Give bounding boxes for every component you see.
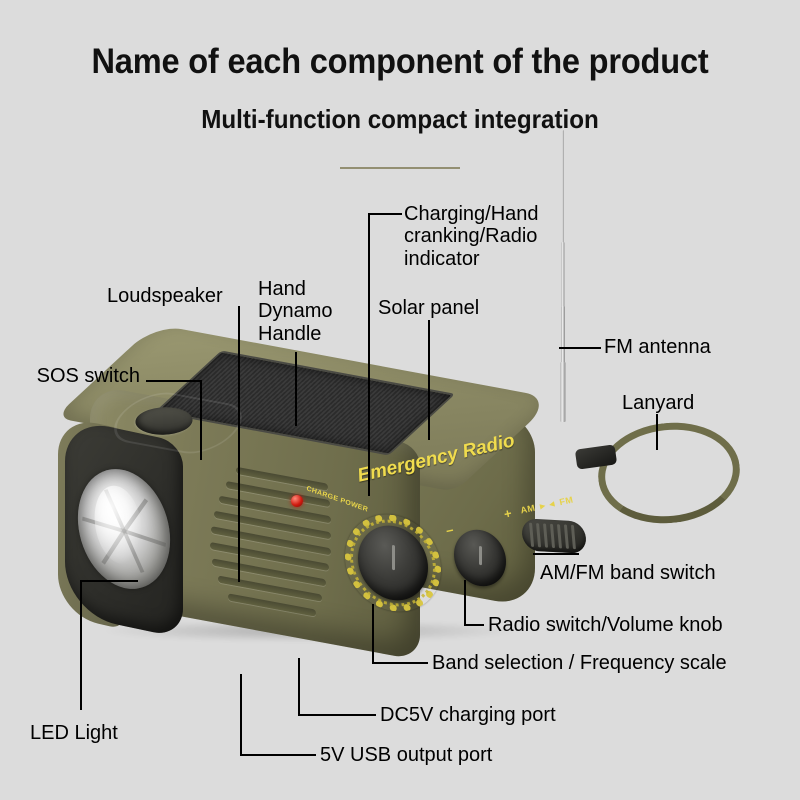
leader-sos-h: [146, 380, 202, 382]
page-title: Name of each component of the product: [91, 42, 709, 81]
callout-label-dc5v-charging: DC5V charging port: [380, 704, 556, 726]
leader-band-h: [372, 662, 428, 664]
callout-label-radio-volume-knob: Radio switch/Volume knob: [488, 614, 723, 636]
charging-indicator-led: [291, 495, 303, 507]
leader-fm-antenna: [559, 347, 601, 349]
leader-sos-v: [200, 380, 202, 460]
leader-lanyard: [656, 414, 658, 450]
leader-dc5v-h: [298, 714, 376, 716]
callout-label-solar-panel: Solar panel: [378, 297, 480, 319]
page-subtitle: Multi-function compact integration: [201, 104, 599, 134]
product-illustration: CHARGE POWER Emergency Radio − + AM ►◄ F…: [54, 130, 745, 730]
leader-amfm: [533, 553, 579, 555]
callout-label-amfm-band-switch: AM/FM band switch: [540, 562, 716, 584]
callout-label-usb-output: 5V USB output port: [320, 744, 493, 766]
frequency-scale-ring: [345, 508, 441, 618]
leader-volume-h: [464, 624, 484, 626]
leader-hand-dynamo: [295, 352, 297, 426]
leader-dc5v-v: [298, 658, 300, 716]
leader-usb-h: [240, 754, 316, 756]
callout-label-charging-indicator: Charging/Hand cranking/Radio indicator: [404, 203, 539, 270]
leader-led-light-v: [80, 580, 82, 710]
leader-loudspeaker: [238, 306, 240, 582]
callout-label-fm-antenna: FM antenna: [604, 336, 711, 358]
leader-band-v: [372, 604, 374, 664]
leader-solar-panel: [428, 320, 430, 440]
leader-charging-v: [368, 213, 370, 496]
lanyard-part: [574, 405, 745, 531]
fm-antenna-part: [558, 130, 568, 430]
callout-label-lanyard: Lanyard: [622, 392, 695, 414]
loudspeaker-grille: [210, 458, 340, 632]
callout-label-band-selection: Band selection / Frequency scale: [432, 652, 727, 674]
leader-led-light-h: [80, 580, 138, 582]
callout-label-hand-dynamo: Hand Dynamo Handle: [258, 278, 333, 345]
callout-label-loudspeaker: Loudspeaker: [107, 285, 223, 307]
title-divider: [340, 167, 460, 169]
amfm-band-switch-part[interactable]: [520, 518, 588, 554]
led-light-part: [73, 463, 175, 595]
leader-volume-v: [464, 580, 466, 626]
leader-usb-v: [240, 674, 242, 756]
callout-label-led-light: LED Light: [30, 722, 118, 744]
leader-charging-h: [368, 213, 402, 215]
callout-label-sos-switch: SOS switch: [36, 365, 140, 387]
